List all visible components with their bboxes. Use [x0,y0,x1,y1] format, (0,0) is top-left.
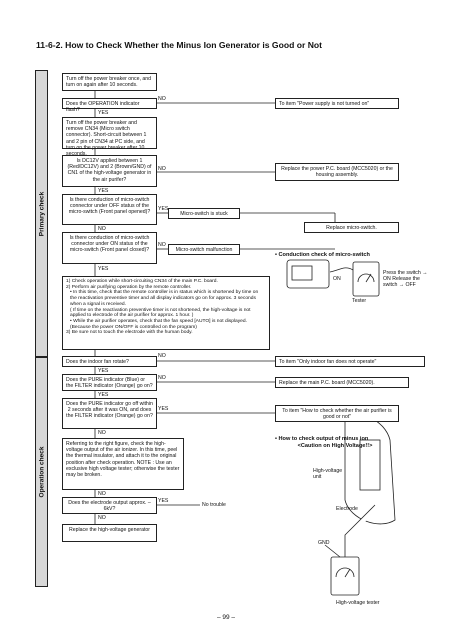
primary-check-band: Primary check [35,70,48,357]
step-check-high-voltage: Referring to the right figure, check the… [62,438,184,490]
ion-output-title: • How to check output of minus ion [275,436,369,442]
label-gnd: GND [318,540,330,546]
operation-notes: 1) Check operation while short-circuitin… [62,276,270,350]
result-no-trouble: No trouble [202,502,226,508]
result-power-not-on: To item "Power supply is not turned on" [275,98,399,109]
label-on: ON [333,276,341,282]
label-no: NO [98,430,106,436]
label-no: NO [98,515,106,521]
step-replace-hv-generator: Replace the high-voltage generator [62,524,157,542]
question-electrode-output: Does the electrode output approx. –6kV? [62,497,157,514]
label-electrode: Electrode [336,506,358,512]
result-replace-main-board: Replace the main P.C. board (MCC5020). [275,377,409,388]
label-yes: YES [158,206,169,212]
result-indoor-fan: To item "Only indoor fan does not operat… [275,356,425,367]
result-check-air-purifier: To item "How to check whether the air pu… [275,405,399,422]
label-yes: YES [98,110,109,116]
note-1: 1) Check operation while short-circuitin… [66,279,218,284]
step-remove-cn34: Turn off the power breaker and remove CN… [62,117,157,157]
label-no: NO [158,353,166,359]
result-replace-power-board: Replace the power P.C. board (MCC5020) o… [275,163,399,181]
label-hv-unit: High-voltage unit [313,468,343,480]
label-yes: YES [98,188,109,194]
result-replace-micro-switch: Replace micro-switch. [304,222,399,233]
label-no: NO [158,166,166,172]
micro-switch-check-title: • Conduction check of micro-switch [275,252,370,258]
result-micro-switch-malfunction: Micro-switch malfunction [168,244,240,255]
question-pure-off: Does the PURE indicator go off within 2 … [62,398,157,429]
label-yes: YES [98,368,109,374]
note-2: 2) Perform air purifying operation by th… [66,284,192,290]
question-operation-indicator: Does the OPERATION indicator flash? [62,98,157,113]
operation-check-band: Operation check [35,357,48,587]
question-indoor-fan: Does the indoor fan rotate? [62,356,157,367]
note-2b: ( If time on the reactivation preventive… [70,307,251,319]
label-no: NO [158,96,166,102]
high-voltage-caution: <Caution on High Voltage!!> [297,443,373,449]
label-yes: YES [158,406,169,412]
label-yes: YES [158,498,169,504]
page-number: – 99 – [216,614,236,621]
page-title: 11-6-2. How to Check Whether the Minus I… [36,40,323,50]
label-hv-tester: High-voltage tester [336,600,380,606]
label-no: NO [158,242,166,248]
question-micro-switch-off: Is there conduction of micro-switch conn… [62,194,157,225]
question-dc12v: Is DC12V applied between 1 (Red/DC12V) a… [62,155,157,187]
question-pure-indicator: Does the PURE indicator (Blue) or the FI… [62,374,157,391]
note-2a: • In this time, check that the remote co… [70,290,259,307]
label-no: NO [98,226,106,232]
label-tester: Tester [352,298,367,304]
label-no: NO [158,375,166,381]
label-no: NO [98,491,106,497]
note-2c: • While the air purifier operates, check… [70,318,247,330]
result-micro-switch-stuck: Micro-switch is stuck [168,208,240,219]
question-micro-switch-on: Is there conduction of micro-switch conn… [62,232,157,264]
note-3: 3) Be sure not to touch the electrode wi… [66,330,193,336]
label-yes: YES [98,266,109,272]
step-power-cycle: Turn off the power breaker once, and tur… [62,73,157,91]
label-yes: YES [98,392,109,398]
micro-switch-press-note: Press the switch → ON Release the switch… [383,270,428,288]
